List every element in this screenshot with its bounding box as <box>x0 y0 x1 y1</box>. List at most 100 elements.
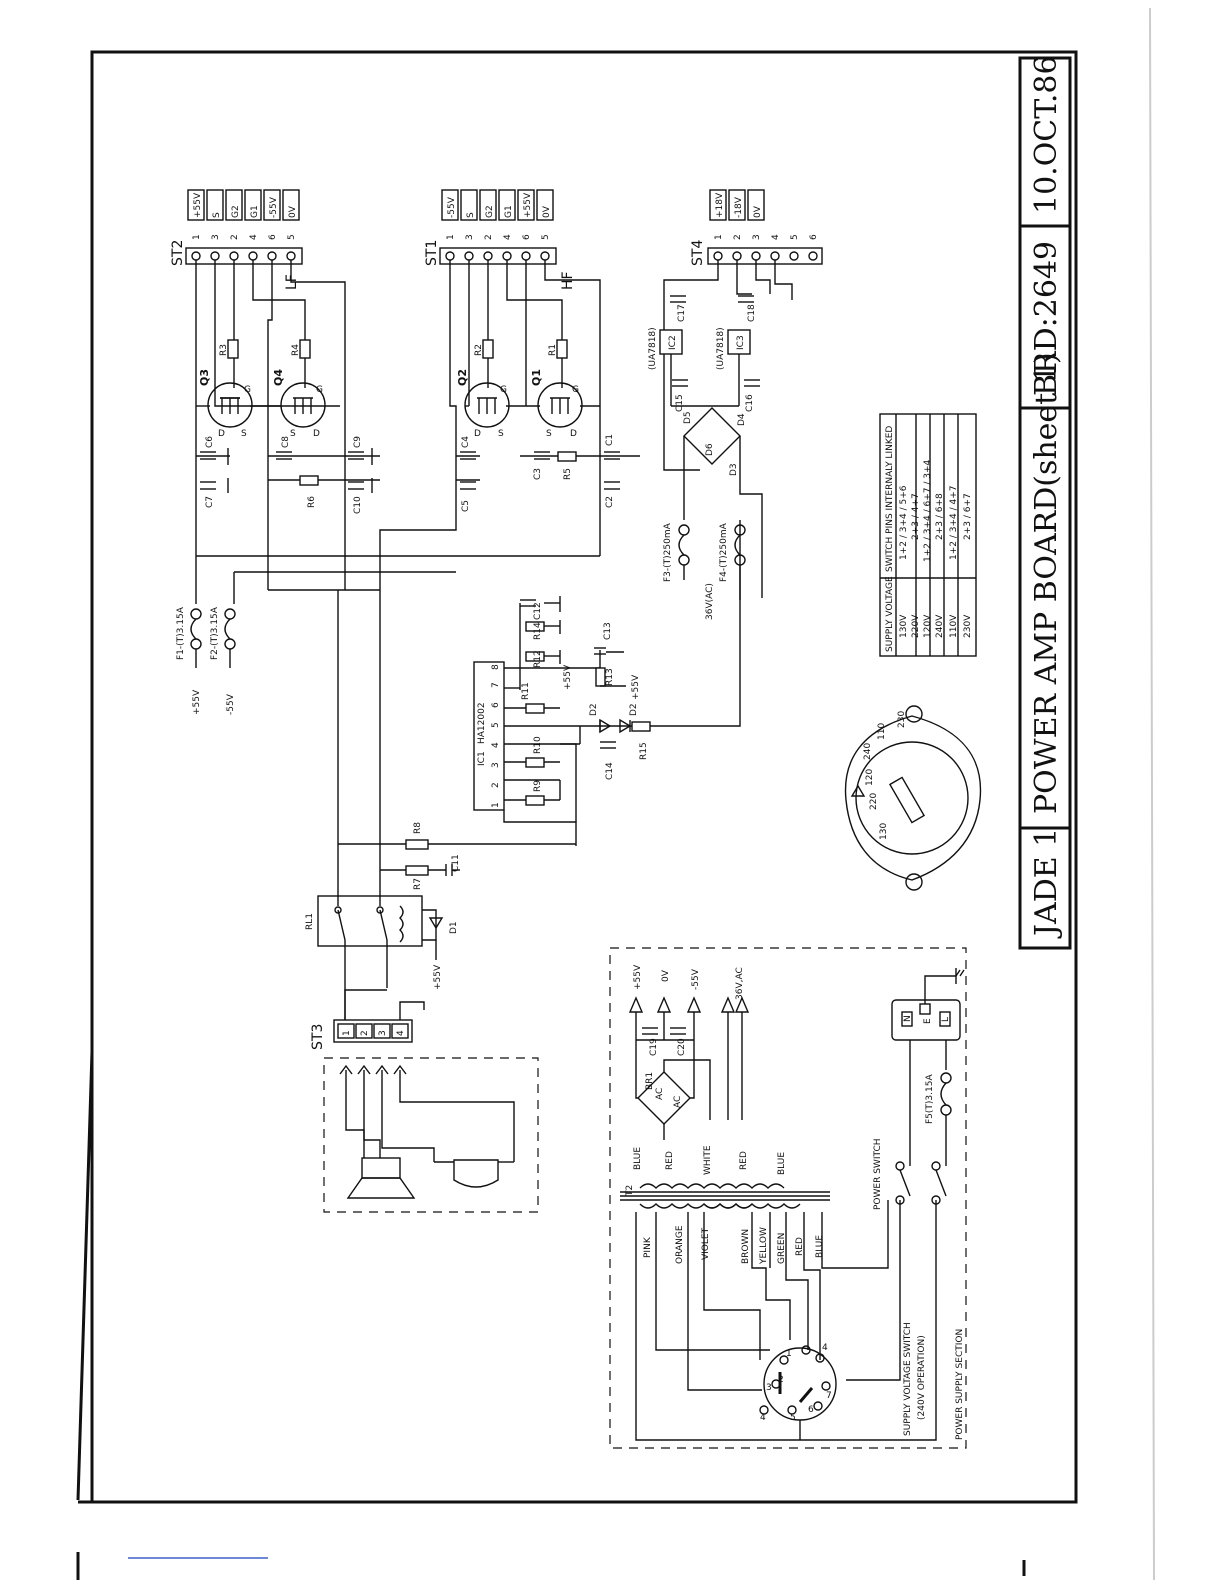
resistor-r3 <box>227 339 239 359</box>
svg-text:E: E <box>923 1018 933 1024</box>
svg-text:C15: C15 <box>675 394 685 412</box>
svg-text:1: 1 <box>192 234 202 240</box>
svg-text:(UA7818): (UA7818) <box>716 327 726 370</box>
svg-text:IC3: IC3 <box>736 335 746 350</box>
svg-text:SWITCH PINS INTERNALY LINKED: SWITCH PINS INTERNALY LINKED <box>885 426 895 572</box>
fuses-f1-f2: F1-(T)3.15A F2-(T)3.15A +55V -55V <box>176 606 236 715</box>
svg-text:1+2 / 3+4 / 5+6: 1+2 / 3+4 / 5+6 <box>899 485 909 560</box>
svg-text:4: 4 <box>249 234 259 240</box>
svg-text:VIOLET: VIOLET <box>701 1227 711 1260</box>
svg-text:C7: C7 <box>205 496 215 508</box>
speaker-enclosure <box>323 1057 539 1213</box>
svg-text:SUPPLY VOLTAGE SWITCH: SUPPLY VOLTAGE SWITCH <box>903 1322 913 1436</box>
svg-text:0V: 0V <box>542 205 552 218</box>
regulator-section: IC2 IC3 (UA7818) (UA7818) C17 C18 C15 C1… <box>648 260 793 620</box>
svg-text:+55V: +55V <box>193 192 203 218</box>
svg-text:RL1: RL1 <box>305 913 315 930</box>
svg-text:R4: R4 <box>291 344 301 356</box>
svg-text:1+2 / 3+4 / 4+7: 1+2 / 3+4 / 4+7 <box>949 486 959 561</box>
svg-text:D3: D3 <box>729 463 739 476</box>
svg-text:F5(T)3.15A: F5(T)3.15A <box>925 1074 935 1124</box>
svg-text:C19: C19 <box>649 1038 659 1056</box>
svg-text:2: 2 <box>360 1030 370 1036</box>
resistor-r2 <box>482 339 494 359</box>
svg-text:S: S <box>212 212 222 218</box>
svg-text:-55V: -55V <box>269 196 279 218</box>
st2-label: ST2 <box>170 240 186 266</box>
svg-text:-55V: -55V <box>691 968 701 990</box>
svg-text:R13: R13 <box>605 668 615 686</box>
svg-text:R7: R7 <box>413 878 423 890</box>
transistor-q4 <box>280 382 326 428</box>
svg-text:SUPPLY VOLTAGE: SUPPLY VOLTAGE <box>885 576 895 652</box>
relay-rl1: RL1 R8 R7 C11 D1 +55V <box>305 590 576 1020</box>
svg-text:1: 1 <box>491 802 501 808</box>
output-stage: Q3 Q4 D S G S D G R3 R4 C6 C7 C8 R6 <box>195 260 640 604</box>
svg-text:G2: G2 <box>485 205 495 218</box>
svg-text:C12: C12 <box>533 602 543 620</box>
svg-text:6: 6 <box>809 234 819 240</box>
power-supply-section: POWER SUPPLY SECTION +55V 0V -55V 36V,AC… <box>609 947 967 1449</box>
svg-text:3: 3 <box>766 1383 772 1393</box>
svg-text:R1: R1 <box>548 344 558 356</box>
resistor-r1 <box>556 339 568 359</box>
svg-text:R10: R10 <box>533 736 543 754</box>
svg-text:4: 4 <box>396 1030 406 1036</box>
svg-text:C4: C4 <box>461 436 471 448</box>
svg-text:G: G <box>572 385 579 395</box>
svg-text:240V: 240V <box>935 614 945 638</box>
svg-text:Q3: Q3 <box>198 369 211 386</box>
svg-text:D2: D2 <box>589 703 599 716</box>
svg-text:HA12002: HA12002 <box>477 702 487 744</box>
svg-text:240: 240 <box>863 743 873 760</box>
svg-text:2+3 / 6+7: 2+3 / 6+7 <box>963 493 973 540</box>
svg-text:G1: G1 <box>504 205 514 218</box>
connector-st3: ST3 1 2 3 4 <box>310 989 425 1050</box>
svg-text:1: 1 <box>714 234 724 240</box>
connector-st4: ST4 1 2 3 4 5 6 +18V -18V 0V <box>690 189 823 266</box>
svg-text:C16: C16 <box>745 394 755 412</box>
svg-text:+55V: +55V <box>631 674 641 700</box>
title-block: JADE 1 POWER AMP BOARD(sheet 1) BRD:2649… <box>1018 55 1072 950</box>
svg-text:1: 1 <box>342 1030 352 1036</box>
svg-text:-18V: -18V <box>734 196 744 218</box>
svg-text:110V: 110V <box>949 614 959 638</box>
svg-text:YELLOW: YELLOW <box>759 1227 769 1265</box>
svg-text:AC: AC <box>673 1096 683 1108</box>
svg-text:R3: R3 <box>219 344 229 356</box>
svg-text:F4-(T)250mA: F4-(T)250mA <box>719 522 729 582</box>
svg-text:ORANGE: ORANGE <box>675 1225 685 1264</box>
svg-text:BLUE: BLUE <box>815 1235 825 1258</box>
svg-text:2+3 / 6+8: 2+3 / 6+8 <box>935 493 945 540</box>
svg-text:0V: 0V <box>753 205 763 218</box>
svg-text:120: 120 <box>865 769 875 786</box>
connector-st2: ST2 1 3 2 4 6 5 +55V S G2 G1 -55V 0V LF <box>170 189 303 290</box>
title-description: POWER AMP BOARD(sheet 1) <box>1029 352 1064 814</box>
st1-label: ST1 <box>424 240 440 266</box>
svg-text:G: G <box>244 385 251 395</box>
svg-text:-55V: -55V <box>226 693 236 715</box>
svg-text:0V: 0V <box>288 205 298 218</box>
svg-text:HF: HF <box>560 271 576 290</box>
svg-text:0V: 0V <box>661 969 671 982</box>
title-name: JADE 1 <box>1029 828 1064 939</box>
transistor-q3 <box>207 382 253 428</box>
svg-text:+55V: +55V <box>563 664 573 690</box>
svg-text:2+3 / 4+7: 2+3 / 4+7 <box>911 493 921 540</box>
svg-text:Q2: Q2 <box>456 369 469 386</box>
bridge-rectifier-d3-d6 <box>683 407 741 465</box>
svg-text:D2: D2 <box>629 703 639 716</box>
svg-text:6: 6 <box>808 1405 814 1415</box>
resistor-r4 <box>299 339 311 359</box>
svg-text:BROWN: BROWN <box>741 1229 751 1264</box>
svg-text:R8: R8 <box>413 822 423 834</box>
svg-text:36V,AC: 36V,AC <box>735 967 745 1000</box>
svg-text:WHITE: WHITE <box>703 1145 713 1175</box>
connector-st1: ST1 1 3 2 4 6 5 -55V S G2 G1 +55V 0V HF <box>424 189 576 290</box>
ic1-ha12002: IC1 HA12002 1 2 3 4 5 6 7 8 R9 R10 R11 R… <box>473 520 741 846</box>
svg-text:3: 3 <box>211 234 221 240</box>
svg-text:F1-(T)3.15A: F1-(T)3.15A <box>176 606 186 660</box>
svg-text:4: 4 <box>503 234 513 240</box>
svg-text:-55V: -55V <box>447 196 457 218</box>
svg-text:POWER SUPPLY SECTION: POWER SUPPLY SECTION <box>955 1329 965 1440</box>
